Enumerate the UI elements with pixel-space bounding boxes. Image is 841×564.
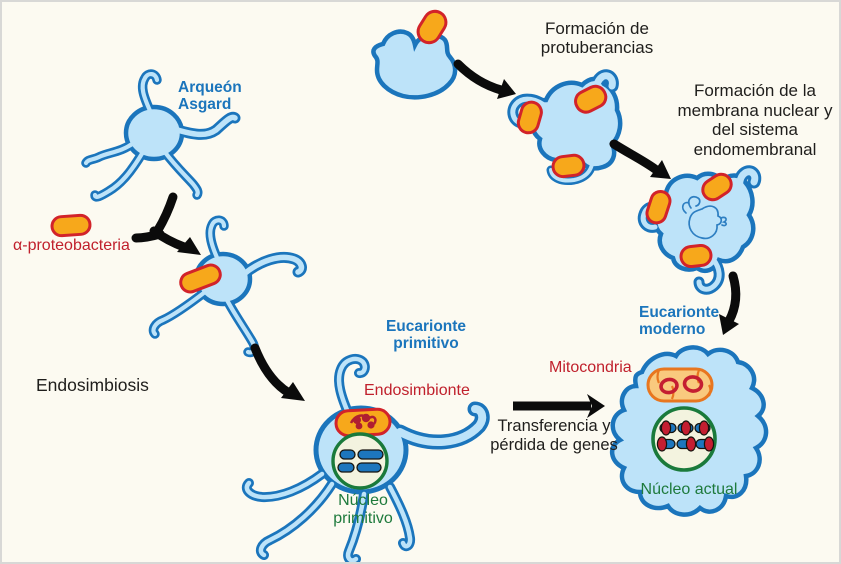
modern-nucleus bbox=[651, 406, 717, 472]
nucleo-primitivo-label: Núcleo primitivo bbox=[333, 492, 393, 527]
primitive-eukaryote-cell bbox=[241, 353, 490, 562]
bacterium-on-membrane bbox=[416, 9, 448, 45]
modern-chromosomes bbox=[656, 420, 715, 452]
pocketed-bacterium bbox=[551, 153, 586, 179]
pocketed-bacterium bbox=[701, 172, 733, 202]
pocketed-bacterium bbox=[574, 84, 608, 114]
transferencia-genes-label: Transferencia y pérdida de genes bbox=[490, 417, 618, 454]
eucarionte-primitivo-label: Eucarionte primitivo bbox=[385, 318, 467, 352]
alpha-proteobacteria-capsule bbox=[50, 213, 92, 238]
budding-cell bbox=[371, 9, 458, 100]
engulfed-bacterium bbox=[179, 263, 222, 294]
endosymbiont-dna bbox=[349, 413, 377, 430]
proto-nuclear-membrane-squiggles bbox=[681, 195, 728, 240]
modern-eukaryote-cell bbox=[610, 345, 769, 517]
endosimbiosis-label: Endosimbiosis bbox=[36, 375, 149, 395]
merge-arrowhead bbox=[177, 237, 201, 255]
alpha-proteobacteria-label: α-proteobacteria bbox=[13, 237, 130, 254]
arrow-to-primitive-eukaryote bbox=[250, 343, 305, 401]
gene-transfer-arrow bbox=[513, 394, 605, 418]
primitive-chromosomes bbox=[337, 449, 384, 473]
arqueon-asgard-label: Arqueón Asgard bbox=[178, 79, 242, 113]
mitochondrial-dna bbox=[659, 375, 704, 395]
pocketed-bacterium bbox=[679, 243, 713, 269]
pocketed-bacterium bbox=[645, 189, 672, 225]
endomembrane-cell bbox=[637, 165, 762, 295]
protuberance-cell bbox=[507, 69, 623, 185]
formacion-membrana-label: Formación de la membrana nuclear y del s… bbox=[677, 81, 833, 159]
archaeon-engulfing-cell bbox=[148, 215, 307, 358]
asgard-archaeon-cell bbox=[81, 69, 241, 202]
formacion-protuberancias-label: Formación de protuberancias bbox=[540, 19, 654, 57]
endosymbiont-organelle bbox=[334, 407, 392, 438]
mitochondrion bbox=[646, 367, 714, 403]
pocketed-bacterium bbox=[516, 100, 543, 135]
eucarionte-moderno-label: Eucarionte moderno bbox=[639, 304, 720, 338]
arrow-protuberances bbox=[453, 59, 516, 99]
arrow-to-modern-eukaryote bbox=[719, 271, 741, 335]
primitive-nucleus bbox=[331, 432, 389, 490]
nucleo-actual-label: Núcleo actual bbox=[640, 481, 738, 498]
merge-arrow bbox=[131, 192, 201, 255]
mitocondria-label: Mitocondria bbox=[549, 359, 632, 376]
arrow-membrane-formation bbox=[609, 139, 671, 179]
endosimbionte-label: Endosimbionte bbox=[364, 382, 470, 399]
